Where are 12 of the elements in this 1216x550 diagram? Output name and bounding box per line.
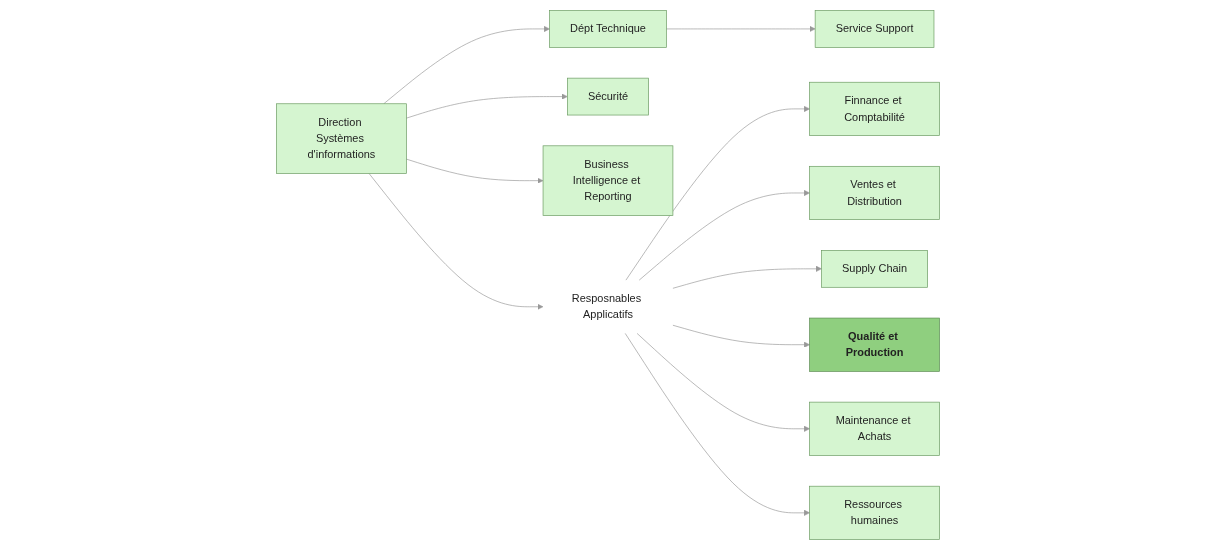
node-box: Service Support: [814, 10, 935, 48]
node-box: Maintenance et Achats: [809, 401, 940, 456]
node-box: Supply Chain: [821, 250, 928, 288]
node-box: Sécurité: [567, 77, 649, 116]
node-text: Resposnables Applicatifs: [571, 292, 642, 321]
node-box: Business Intelligence et Reporting: [542, 145, 674, 216]
node-box: Ventes et Distribution: [809, 165, 940, 220]
node-box: Ressources humaines: [809, 485, 940, 540]
node-box: Qualité et Production: [809, 317, 940, 372]
node-box: Direction Systèmes d'informations: [276, 103, 407, 174]
node-box: Finnance et Comptabilité: [809, 81, 940, 136]
node-box: Dépt Technique: [549, 10, 667, 48]
